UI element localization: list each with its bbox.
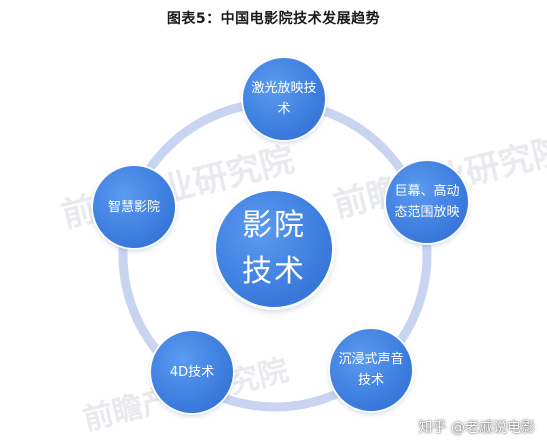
- node-immersive-sound: 沉浸式声音 技术: [330, 329, 412, 411]
- node-laser-projection: 激光放映技 术: [243, 58, 325, 140]
- node-4d-technology: 4D技术: [151, 331, 233, 413]
- source-credit: 知乎 @老戚说电影: [418, 420, 535, 436]
- center-node-cinema-technology: 影院 技术: [216, 191, 332, 307]
- figure-title: 图表5：中国电影院技术发展趋势: [166, 11, 381, 27]
- node-smart-cinema: 智慧影院: [93, 166, 175, 248]
- node-giant-screen-hdr: 巨幕、高动 态范围放映: [386, 161, 468, 243]
